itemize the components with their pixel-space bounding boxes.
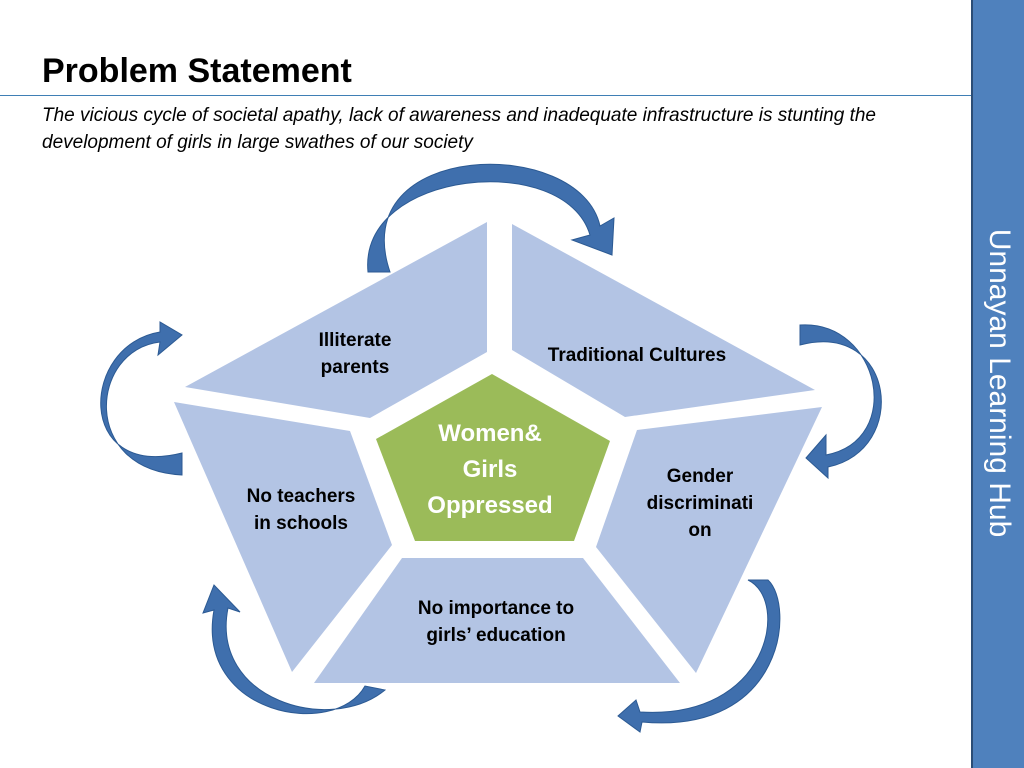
segment-gender-discrimination — [596, 407, 822, 673]
label-line: No importance to — [418, 598, 574, 619]
curved-arrow-icon — [617, 579, 781, 733]
label-line: Gender — [667, 466, 734, 487]
label-line: Traditional Cultures — [548, 345, 726, 366]
segment-label-no-importance-education: No importance to girls’ education — [418, 598, 574, 646]
label-line: girls’ education — [426, 625, 565, 646]
slide-title: Problem Statement — [42, 52, 352, 90]
segment-label-illiterate-parents: Illiterate parents — [319, 330, 392, 378]
segment-traditional-cultures — [512, 224, 815, 417]
segment-label-gender-discrimination: Gender discriminati on — [647, 466, 754, 541]
label-line: Illiterate — [319, 330, 392, 351]
sidebar-banner-label: Unnayan Learning Hub — [982, 228, 1016, 538]
center-pentagon — [376, 374, 610, 541]
segment-label-traditional-cultures: Traditional Cultures — [548, 345, 726, 366]
title-divider — [0, 95, 972, 96]
label-line: in schools — [254, 513, 348, 534]
label-line: Oppressed — [427, 492, 552, 519]
curved-arrow-icon — [367, 163, 615, 273]
segment-illiterate-parents — [185, 222, 487, 418]
label-line: Women& — [438, 420, 542, 447]
label-line: parents — [321, 357, 390, 378]
cycle-labels: Illiterate parents Traditional Cultures G… — [247, 330, 754, 646]
cycle-arrows — [100, 163, 882, 733]
curved-arrow-icon — [799, 324, 882, 480]
label-line: Girls — [463, 456, 518, 483]
slide-subtitle: The vicious cycle of societal apathy, la… — [42, 105, 876, 153]
segment-label-no-teachers: No teachers in schools — [247, 486, 356, 534]
cycle-diagram: Illiterate parents Traditional Cultures G… — [100, 163, 882, 733]
segment-no-importance-education — [314, 558, 680, 683]
curved-arrow-icon — [100, 321, 183, 476]
label-line: No teachers — [247, 486, 356, 507]
label-line: discriminati — [647, 493, 754, 514]
segment-no-teachers — [174, 402, 392, 672]
sidebar-banner: Unnayan Learning Hub — [971, 0, 1024, 768]
label-line: on — [688, 520, 711, 541]
cycle-segments — [174, 222, 822, 683]
curved-arrow-icon — [202, 584, 387, 715]
